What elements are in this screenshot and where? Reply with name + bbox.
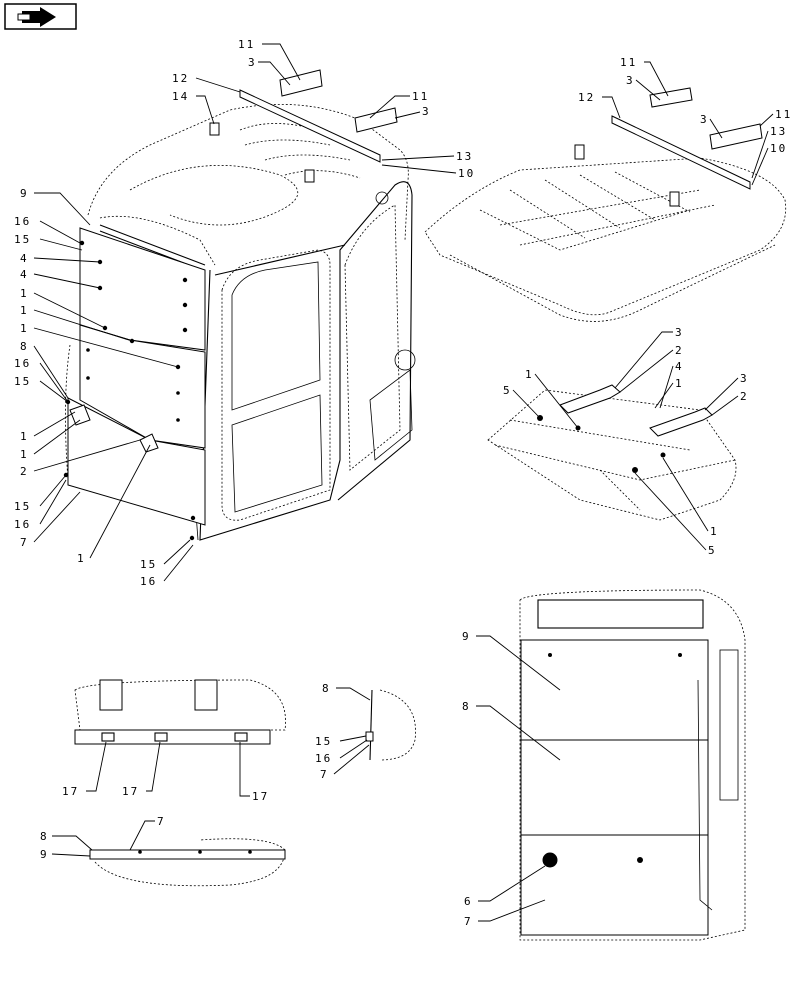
callout: 13 <box>770 125 787 138</box>
callout: 7 <box>157 815 166 828</box>
callout: 1 <box>20 287 29 300</box>
front-detail <box>74 679 286 745</box>
callout: 16 <box>14 357 31 370</box>
bottom-detail <box>89 838 286 887</box>
roof-callouts: 11 3 12 3 11 13 10 <box>578 56 792 186</box>
callout: 11 <box>620 56 637 69</box>
callout: 12 <box>172 72 189 85</box>
callout: 1 <box>20 430 29 443</box>
callout: 2 <box>740 390 749 403</box>
roof-detail-callouts: 3 2 1 4 1 5 3 2 1 5 <box>503 326 749 557</box>
callout: 1 <box>20 322 29 335</box>
callout: 7 <box>20 536 29 549</box>
roof-assembly <box>424 87 787 322</box>
callout: 4 <box>20 268 29 281</box>
callout: 5 <box>503 384 512 397</box>
callout: 3 <box>626 74 635 87</box>
callout: 3 <box>422 105 431 118</box>
callout: 15 <box>14 500 31 513</box>
cab-callouts: 11 3 12 14 11 3 13 10 9 16 15 4 4 1 1 1 … <box>14 38 475 588</box>
callout: 10 <box>458 167 475 180</box>
rear-view-callouts: 9 8 6 7 <box>462 630 561 928</box>
callout: 17 <box>62 785 79 798</box>
callout: 4 <box>20 252 29 265</box>
callout: 1 <box>20 448 29 461</box>
callout: 13 <box>456 150 473 163</box>
bottom-detail-callouts: 8 9 7 <box>40 815 166 861</box>
callout: 15 <box>14 233 31 246</box>
callout: 14 <box>172 90 189 103</box>
callout: 3 <box>248 56 257 69</box>
callout: 9 <box>20 187 29 200</box>
callout: 7 <box>320 768 329 781</box>
callout: 16 <box>315 752 332 765</box>
callout: 1 <box>710 525 719 538</box>
callout: 15 <box>315 735 332 748</box>
callout: 1 <box>525 368 534 381</box>
callout: 4 <box>675 360 684 373</box>
callout: 7 <box>464 915 473 928</box>
callout: 1 <box>77 552 86 565</box>
forward-arrow-icon[interactable] <box>4 3 77 30</box>
front-detail-callouts: 17 17 17 <box>62 741 269 803</box>
callout: 8 <box>462 700 471 713</box>
callout: 16 <box>140 575 157 588</box>
callout: 8 <box>40 830 49 843</box>
callout: 12 <box>578 91 595 104</box>
callout: 16 <box>14 518 31 531</box>
callout: 17 <box>122 785 139 798</box>
callout: 3 <box>675 326 684 339</box>
callout: 11 <box>238 38 255 51</box>
callout: 2 <box>675 344 684 357</box>
callout: 9 <box>40 848 49 861</box>
callout: 15 <box>14 375 31 388</box>
callout: 3 <box>700 113 709 126</box>
callout: 11 <box>775 108 792 121</box>
rear-view <box>519 589 746 941</box>
callout: 1 <box>675 377 684 390</box>
callout: 9 <box>462 630 471 643</box>
callout: 17 <box>252 790 269 803</box>
callout: 11 <box>412 90 429 103</box>
callout: 8 <box>20 340 29 353</box>
callout: 3 <box>740 372 749 385</box>
side-detail-callouts: 8 15 16 7 <box>315 682 371 781</box>
side-detail <box>365 689 416 761</box>
callout: 1 <box>20 304 29 317</box>
cab-assembly <box>63 69 416 541</box>
callout: 10 <box>770 142 787 155</box>
callout: 6 <box>464 895 473 908</box>
roof-detail <box>487 384 737 521</box>
callout: 2 <box>20 465 29 478</box>
callout: 15 <box>140 558 157 571</box>
callout: 5 <box>708 544 717 557</box>
callout: 16 <box>14 215 31 228</box>
callout: 8 <box>322 682 331 695</box>
